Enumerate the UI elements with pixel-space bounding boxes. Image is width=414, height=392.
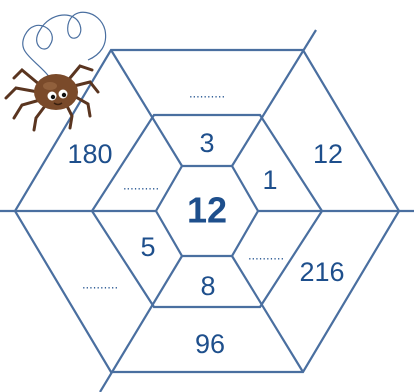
spoke-lower-right [232, 256, 303, 372]
inner-top-value: 3 [199, 128, 214, 158]
inner-upper-right-value: 1 [262, 165, 277, 195]
outer-upper-right-value: 12 [313, 139, 343, 169]
spoke-upper-left [111, 50, 182, 166]
inner-lower-left-value: 5 [140, 232, 155, 262]
inner-bottom-value: 8 [200, 271, 215, 301]
center-value: 12 [187, 190, 227, 231]
outer-top-blank[interactable]: .......... [189, 85, 225, 100]
inner-upper-left-blank[interactable]: .......... [123, 177, 159, 192]
spider-thread [23, 12, 106, 85]
outer-bottom-value: 96 [195, 329, 225, 359]
spider-icon [6, 66, 98, 130]
outer-lower-right-value: 216 [299, 257, 344, 287]
outer-lower-left-blank[interactable]: .......... [82, 276, 118, 291]
outer-upper-left-value: 180 [67, 139, 112, 169]
inner-lower-right-blank[interactable]: .......... [248, 247, 284, 262]
